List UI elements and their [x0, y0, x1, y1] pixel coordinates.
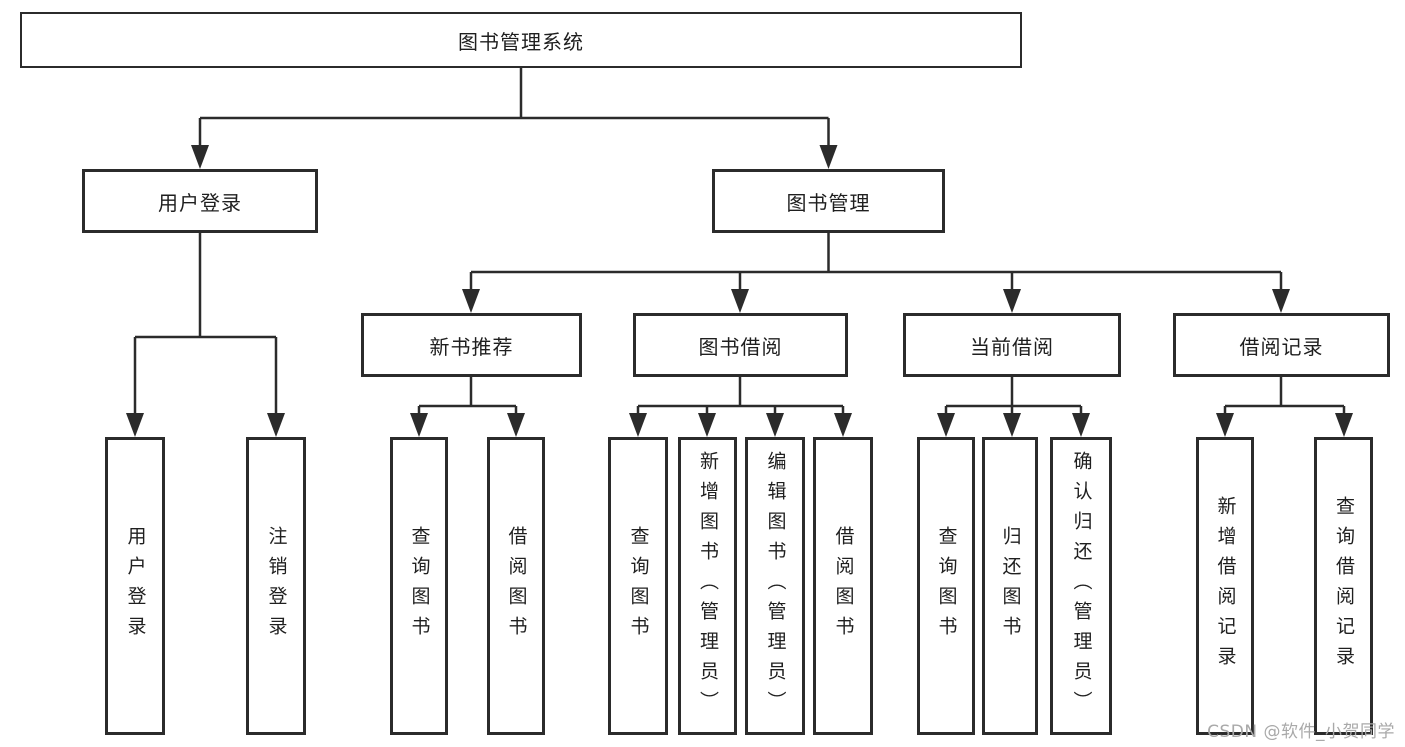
node-label: 归还图书: [999, 526, 1022, 646]
node-user-login: 用户登录: [82, 169, 318, 233]
leaf-query-books-recommend: 查询图书: [390, 437, 448, 735]
node-label: 确认归还（管理员）: [1070, 451, 1093, 721]
node-label: 查询借阅记录: [1333, 496, 1355, 676]
csdn-watermark: CSDN @软件_小贺同学: [1207, 722, 1395, 742]
leaf-add-books-admin: 新增图书（管理员）: [678, 437, 737, 735]
node-label: 借阅记录: [1239, 334, 1324, 359]
node-label: 图书借阅: [698, 334, 783, 359]
leaf-add-borrow-record: 新增借阅记录: [1196, 437, 1254, 735]
node-label: 编辑图书（管理员）: [764, 451, 787, 721]
node-current-borrow: 当前借阅: [903, 313, 1121, 377]
node-label: 新增借阅记录: [1214, 496, 1237, 676]
node-new-book-recommend: 新书推荐: [361, 313, 582, 377]
node-label: 图书管理系统: [458, 29, 584, 54]
node-label: 查询图书: [408, 526, 431, 646]
node-label: 当前借阅: [970, 334, 1054, 359]
node-label: 查询图书: [935, 526, 958, 646]
node-label: 借阅图书: [832, 526, 855, 646]
node-label: 查询图书: [627, 526, 650, 646]
leaf-query-books-current: 查询图书: [917, 437, 975, 735]
leaf-query-borrow-record: 查询借阅记录: [1314, 437, 1373, 735]
leaf-logout: 注销登录: [246, 437, 306, 735]
leaf-return-books: 归还图书: [982, 437, 1038, 735]
node-label: 用户登录: [124, 526, 147, 646]
node-borrow-records: 借阅记录: [1173, 313, 1390, 377]
node-library-management-system: 图书管理系统: [20, 12, 1022, 68]
node-label: 借阅图书: [505, 526, 528, 646]
leaf-query-books-borrow: 查询图书: [608, 437, 668, 735]
leaf-confirm-return-admin: 确认归还（管理员）: [1050, 437, 1112, 735]
node-book-borrow: 图书借阅: [633, 313, 848, 377]
leaf-user-login: 用户登录: [105, 437, 165, 735]
node-label: 用户登录: [158, 190, 242, 215]
node-book-management: 图书管理: [712, 169, 945, 233]
leaf-borrow-books: 借阅图书: [813, 437, 873, 735]
node-label: 注销登录: [265, 526, 288, 646]
leaf-borrow-books-recommend: 借阅图书: [487, 437, 545, 735]
node-label: 图书管理: [786, 190, 871, 215]
leaf-edit-books-admin: 编辑图书（管理员）: [745, 437, 805, 735]
node-label: 新书推荐: [429, 334, 514, 359]
node-label: 新增图书（管理员）: [697, 451, 719, 721]
